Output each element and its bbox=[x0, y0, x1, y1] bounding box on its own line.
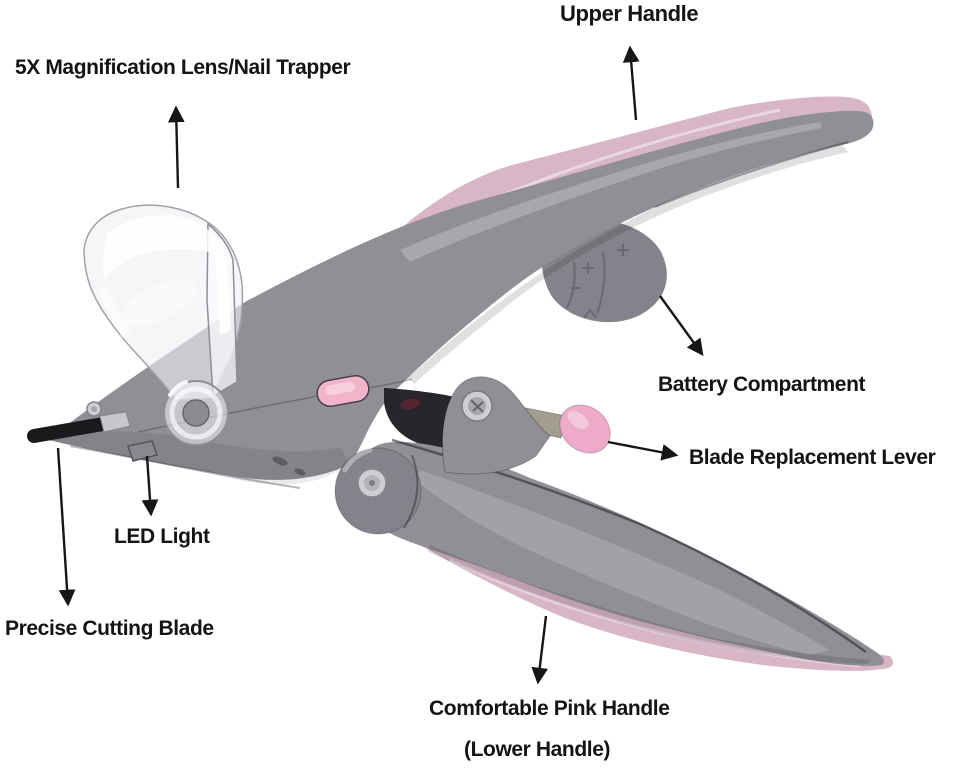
blade-mount bbox=[99, 411, 131, 433]
lens-channel-streak bbox=[215, 248, 231, 335]
lower-handle-shape bbox=[353, 441, 884, 666]
nose-seam bbox=[69, 445, 301, 489]
arrow-comfortable-pink-handle bbox=[531, 615, 549, 685]
arrow-upper-handle bbox=[622, 45, 640, 121]
arm-underside-edge bbox=[654, 141, 849, 208]
arrow-magnification-lens bbox=[167, 105, 185, 189]
label-precise-cutting-blade: Precise Cutting Blade bbox=[5, 617, 214, 640]
arrow-battery-compartment bbox=[659, 295, 704, 357]
label-battery-compartment: Battery Compartment bbox=[658, 373, 866, 396]
arm-highlight bbox=[400, 122, 822, 262]
lens-highlight-top bbox=[102, 215, 228, 280]
upper-handle-shape bbox=[48, 110, 874, 480]
housing-screw-slot bbox=[470, 399, 484, 413]
vent-slot-2 bbox=[294, 468, 306, 476]
lens-highlight-mid bbox=[123, 279, 197, 325]
arrow-led-light bbox=[141, 455, 159, 517]
lens-pivot-ring-glass bbox=[169, 386, 223, 440]
label-lower-handle: (Lower Handle) bbox=[464, 738, 611, 761]
annotation-arrows bbox=[56, 45, 704, 685]
lower-handle-highlight bbox=[415, 470, 830, 655]
vent-slot-1 bbox=[272, 456, 288, 466]
arrow-precise-cutting-blade bbox=[56, 447, 76, 607]
pink-button-highlight bbox=[325, 381, 356, 396]
lower-pad-texture bbox=[449, 558, 861, 668]
label-upper-handle: Upper Handle bbox=[560, 1, 699, 26]
battery-compartment-seams bbox=[566, 244, 629, 319]
label-magnification-lens: 5X Magnification Lens/Nail Trapper bbox=[15, 56, 351, 79]
hinge-boss-highlight bbox=[342, 447, 373, 473]
nose-shadow bbox=[48, 430, 350, 485]
ring-sparkle bbox=[168, 380, 188, 397]
cutting-blade-shape bbox=[27, 417, 110, 443]
label-comfortable-pink-handle: Comfortable Pink Handle bbox=[429, 697, 670, 720]
label-led-light: LED Light bbox=[114, 525, 210, 548]
lens-edge-streak bbox=[96, 286, 131, 338]
lever-cap bbox=[559, 404, 611, 454]
nose-screw-center bbox=[91, 406, 97, 412]
pink-button bbox=[316, 374, 370, 408]
arrow-blade-replacement-lever bbox=[607, 440, 679, 461]
blade-housing bbox=[442, 376, 551, 475]
led-light-shape bbox=[127, 440, 158, 462]
lens-pivot-hole bbox=[182, 399, 210, 427]
lever-cap-highlight bbox=[567, 410, 589, 430]
hinge-screw-center bbox=[369, 480, 375, 486]
hinge-gap-red bbox=[400, 398, 420, 410]
magnification-lens-assembly bbox=[83, 204, 244, 446]
label-blade-replacement-lever: Blade Replacement Lever bbox=[689, 446, 936, 469]
hinge-boss-seam bbox=[403, 454, 419, 529]
